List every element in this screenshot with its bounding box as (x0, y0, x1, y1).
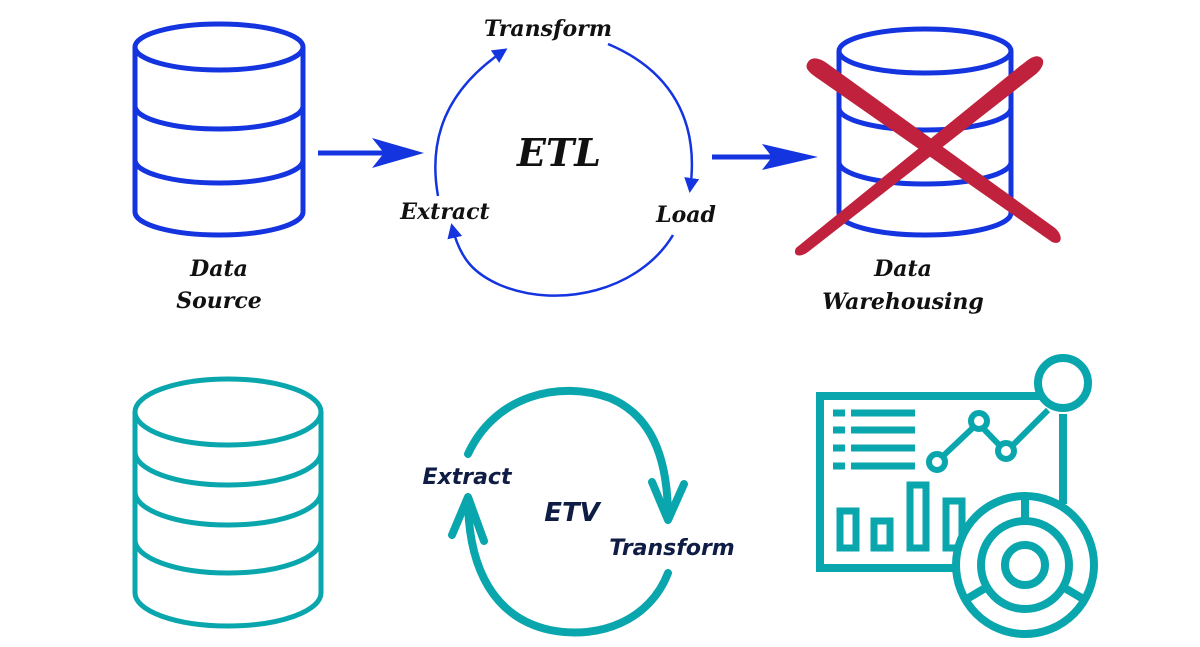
cycle-arrow-transform-to-load (607, 42, 700, 193)
etl-step-extract: Extract (399, 199, 489, 225)
data-source-label-line2: Source (176, 288, 262, 314)
cycle-arrow-load-to-extract (447, 223, 675, 297)
donut-chart-icon (952, 492, 1098, 638)
etv-cycle (448, 386, 688, 637)
etv-center-label: ETV (544, 498, 601, 528)
source-database-icon (132, 376, 324, 629)
etv-step-extract: Extract (423, 465, 513, 490)
cross-icon (794, 56, 1061, 256)
data-source-label-line1: Data (189, 256, 248, 282)
arrowhead-down (648, 478, 688, 524)
cycle-arrow-transform-to-extract (464, 494, 672, 637)
list-icon (833, 409, 915, 470)
etl-step-transform: Transform (484, 16, 612, 42)
etl-step-load: Load (655, 202, 716, 228)
arrow-right-icon (318, 138, 424, 168)
etv-step-transform: Transform (609, 536, 735, 561)
analytics-dashboard-icon (816, 354, 1098, 638)
arrow-right-icon (712, 144, 818, 170)
dashboard-frame (816, 392, 1043, 572)
bar-chart-icon (836, 481, 966, 552)
line-chart-icon (926, 354, 1092, 473)
etl-center-label: ETL (516, 130, 601, 175)
cycle-arrow-extract-to-transform (434, 48, 508, 197)
data-warehousing-label-line1: Data (873, 256, 932, 282)
cycle-arrow-extract-to-transform (464, 386, 672, 522)
etl-cycle (434, 42, 700, 297)
data-warehousing-label-line2: Warehousing (822, 289, 983, 315)
data-source-database-icon (132, 21, 306, 238)
arrowhead-up (448, 493, 488, 545)
